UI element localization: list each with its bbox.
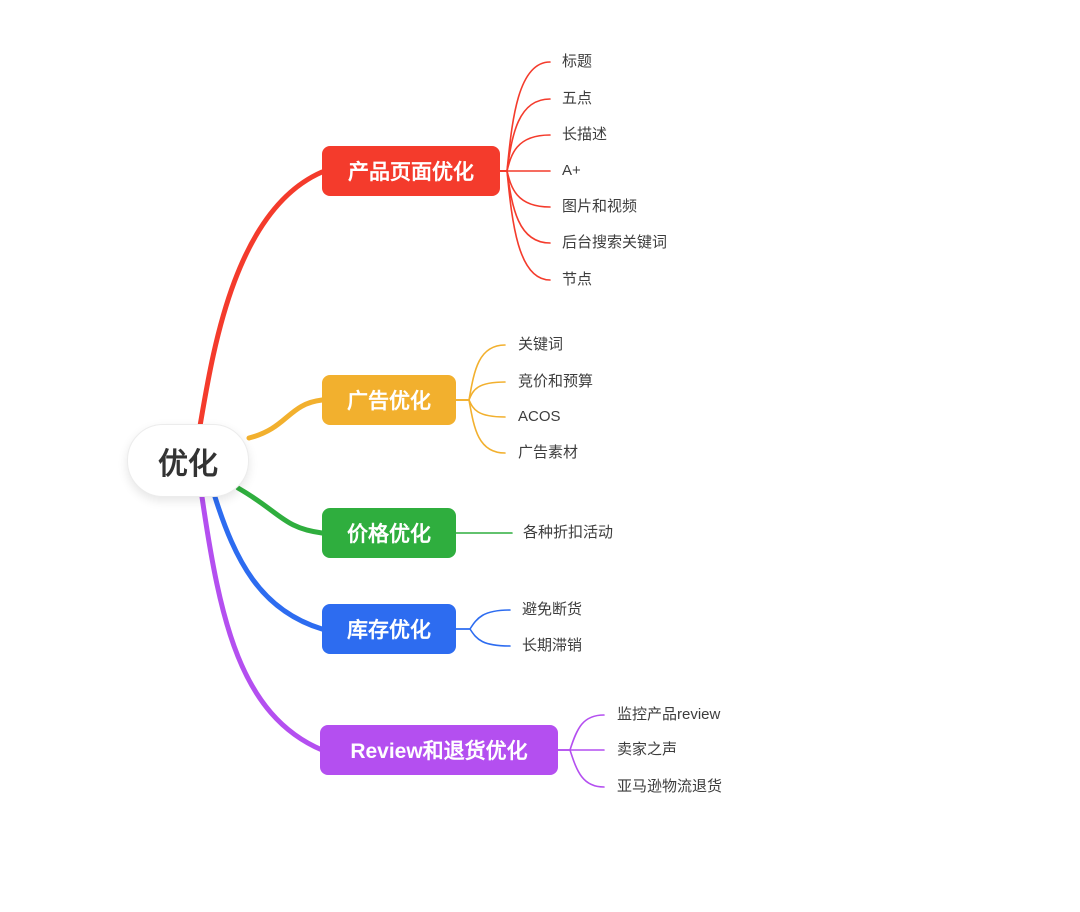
child-node-discount-events[interactable]: 各种折扣活动 [523, 524, 614, 541]
branch-node-review-returns[interactable]: Review和退货优化 [320, 725, 558, 775]
child-node-voice-of-seller[interactable]: 卖家之声 [617, 741, 678, 758]
branch-node-ads[interactable]: 广告优化 [322, 375, 456, 425]
child-node-long-description[interactable]: 长描述 [562, 126, 608, 143]
child-node-bullet-points[interactable]: 五点 [562, 90, 593, 107]
branch-node-product-page[interactable]: 产品页面优化 [322, 146, 500, 196]
child-node-node[interactable]: 节点 [562, 271, 593, 288]
child-connector [455, 381, 506, 401]
child-node-a-plus[interactable]: A+ [562, 162, 581, 179]
child-node-images-video[interactable]: 图片和视频 [562, 198, 638, 215]
child-node-acos[interactable]: ACOS [518, 408, 561, 425]
branch-curve [197, 169, 325, 429]
child-node-avoid-stockout[interactable]: 避免断货 [522, 601, 583, 618]
branch-curve [235, 485, 325, 536]
child-node-bid-budget[interactable]: 竞价和预算 [518, 373, 594, 390]
branch-review-links [199, 494, 605, 788]
child-node-title[interactable]: 标题 [562, 53, 593, 70]
branch-ads-links [246, 344, 506, 454]
child-node-backend-keywords[interactable]: 后台搜索关键词 [562, 234, 668, 251]
child-connector [455, 628, 511, 647]
branch-curve [212, 494, 325, 632]
child-connector [557, 714, 605, 751]
branch-node-inventory[interactable]: 库存优化 [322, 604, 456, 654]
child-node-monitor-reviews[interactable]: 监控产品review [617, 706, 721, 723]
child-node-fba-returns[interactable]: 亚马逊物流退货 [617, 778, 723, 795]
child-node-keywords[interactable]: 关键词 [518, 336, 564, 353]
root-node[interactable]: 优化 [127, 424, 249, 497]
child-connector [499, 61, 551, 172]
branch-price-links [235, 485, 513, 536]
child-connector [499, 170, 551, 281]
child-node-ad-creative[interactable]: 广告素材 [518, 444, 579, 461]
branch-inventory-links [212, 494, 511, 647]
branch-curve [246, 397, 325, 441]
child-connector [455, 399, 506, 418]
child-connector [455, 609, 511, 630]
child-connector [455, 399, 506, 454]
child-connector [557, 749, 605, 788]
branch-curve [199, 494, 325, 753]
branch-product-page-links [197, 61, 551, 429]
branch-node-price[interactable]: 价格优化 [322, 508, 456, 558]
child-node-slow-moving[interactable]: 长期滞销 [522, 637, 583, 654]
child-connector [455, 344, 506, 401]
